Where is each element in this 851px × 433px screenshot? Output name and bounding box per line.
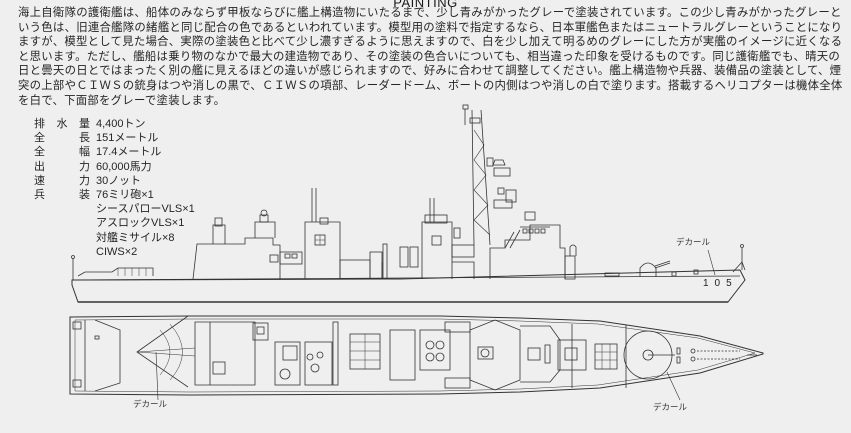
weapon-item: アスロックVLS×1 — [96, 217, 185, 230]
painting-instructions: 海上自衛隊の護衛艦は、船体のみならず甲板ならびに艦上構造物にいたるまで、少し青み… — [18, 5, 846, 107]
spec-power: 出力 60,000馬力 — [34, 160, 195, 174]
spec-armament: 兵装 76ミリ砲×1 — [34, 188, 195, 202]
instruction-line: 突の上部やＣＩＷＳの銃身はつや消しの黒で、ＣＩＷＳの項部、レーダードーム、ボート… — [18, 77, 843, 92]
decal-label-stern: デカール — [133, 400, 168, 410]
spec-beam: 全幅 17.4メートル — [34, 145, 195, 159]
spec-value: 60,000馬力 — [96, 160, 152, 173]
weapon-item: CIWS×2 — [96, 245, 138, 258]
weapon-item: 対艦ミサイル×8 — [96, 231, 175, 244]
spec-value: 30ノット — [96, 174, 142, 187]
specifications-table: 排水量 4,400トン 全長 151メートル 全幅 17.4メートル 出力 60… — [34, 117, 195, 259]
spec-label: 兵装 — [34, 188, 90, 202]
decal-label-side: デカール — [676, 238, 711, 248]
page-title: PAINTING — [393, 0, 458, 10]
instruction-line: と思います。ただし、艦船は乗り物のなかで最大の建造物であり、その塗装の色合いにつ… — [18, 48, 841, 63]
instruction-line: いう色は、旧連合艦隊の緒艦と同じ配合の色であるといわれています。模型用の塗料で指… — [18, 19, 843, 34]
spec-value: 17.4メートル — [96, 146, 162, 159]
instruction-line: ますが、模型として見た場合、実際の塗装色と比べて少し濃すぎるように思えますので、… — [18, 34, 843, 49]
spec-speed: 速力 30ノット — [34, 174, 195, 188]
side-view — [71, 104, 746, 303]
spec-label: 全長 — [34, 131, 90, 145]
hull-number: 105 — [703, 278, 738, 289]
spec-label: 全幅 — [34, 145, 90, 159]
spec-displacement: 排水量 4,400トン — [34, 117, 195, 131]
instruction-line: 日と曇天の日とではまったく別の艦に見えるほどの違いが感じられますので、好みに合わ… — [18, 63, 842, 78]
decal-label-bow: デカール — [653, 403, 688, 413]
spec-label: 排水量 — [34, 117, 90, 130]
spec-label: 速力 — [34, 173, 90, 187]
top-view — [69, 315, 764, 401]
spec-label: 出力 — [34, 159, 90, 173]
spec-value: 4,400トン — [96, 118, 146, 130]
instruction-line: を白で、下面部をグレーで塗装します。 — [18, 92, 226, 107]
weapon-item: シースパローVLS×1 — [96, 203, 195, 216]
spec-length: 全長 151メートル — [34, 131, 195, 145]
spec-value: 76ミリ砲×1 — [96, 189, 154, 202]
instruction-line: 海上自衛隊の護衛艦は、船体のみならず甲板ならびに艦上構造物にいたるまで、少し青み… — [18, 5, 842, 19]
spec-value: 151メートル — [96, 132, 159, 145]
